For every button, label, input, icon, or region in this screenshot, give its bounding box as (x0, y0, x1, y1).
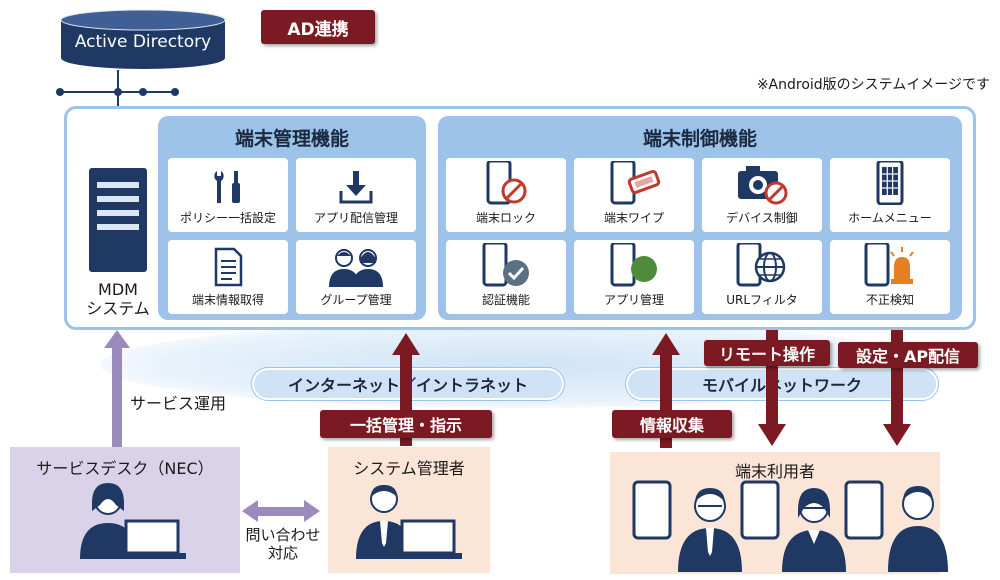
mdm-label: MDM システム (70, 280, 166, 318)
phone-grid-icon (876, 161, 904, 205)
user-icon (678, 488, 742, 572)
card-url-filter[interactable]: URLフィルタ (702, 240, 822, 314)
user-icon (888, 486, 948, 572)
network-bus (56, 70, 179, 120)
bulk-manage-label: 一括管理・指示 (320, 410, 492, 438)
inquiry-label-line2: 対応 (267, 544, 298, 562)
server-icon (89, 168, 147, 272)
phone-app-icon (610, 243, 657, 287)
tools-icon (214, 171, 240, 203)
service-ops-arrow (104, 330, 130, 447)
active-directory-label: Active Directory (74, 32, 212, 52)
person-laptop-icon (356, 485, 462, 559)
ad-link-label: AD連携 (261, 10, 375, 44)
device-management-panel: 端末管理機能 ポリシー一括設定 アプリ配信管理 端末情報取得 (158, 116, 426, 320)
card-app-manage[interactable]: A P アプリ管理 (574, 240, 694, 314)
end-users-illustration (632, 480, 948, 572)
system-admin-label: システム管理者 (353, 459, 465, 478)
card-device-info[interactable]: 端末情報取得 (168, 240, 288, 314)
card-url-filter-label: URLフィルタ (726, 293, 798, 307)
inquiry-double-arrow (242, 500, 320, 522)
card-app-delivery-label: アプリ配信管理 (313, 211, 398, 225)
phone-check-icon (482, 243, 529, 287)
system-admin-box: システム管理者 (328, 447, 490, 573)
user-icon (782, 488, 846, 572)
inquiry-label: 問い合わせ 対応 (238, 526, 328, 562)
mobile-network-pill: モバイルネットワーク (625, 367, 939, 401)
card-group[interactable]: グループ管理 (296, 240, 416, 314)
people-icon (329, 249, 383, 287)
phone-wipe-icon (610, 161, 661, 205)
card-policy-label: ポリシー一括設定 (179, 211, 276, 225)
card-wipe[interactable]: 端末ワイプ (574, 158, 694, 232)
remote-op-label: リモート操作 (704, 340, 830, 366)
phone-globe-icon (736, 243, 786, 287)
card-home-menu[interactable]: ホームメニュー (830, 158, 950, 232)
end-users-label: 端末利用者 (734, 462, 815, 481)
camera-block-icon (738, 166, 788, 205)
mdm-label-line2: システム (86, 299, 150, 318)
card-fraud-detect-label: 不正検知 (865, 293, 914, 307)
phone-block-icon (486, 161, 527, 205)
active-directory: Active Directory (58, 8, 228, 72)
service-desk-label: サービスデスク（NEC） (36, 459, 214, 478)
card-auth[interactable]: 認証機能 (446, 240, 566, 314)
card-group-label: グループ管理 (320, 293, 392, 307)
card-device-control[interactable]: デバイス制御 (702, 158, 822, 232)
download-icon (339, 171, 373, 204)
smartphone-icon (632, 480, 672, 540)
card-lock[interactable]: 端末ロック (446, 158, 566, 232)
settings-ap-label: 設定・AP配信 (838, 342, 978, 368)
person-laptop-icon (80, 483, 186, 559)
device-control-title: 端末制御機能 (642, 128, 757, 150)
mdm-label-line1: MDM (98, 280, 138, 299)
service-ops-label: サービス運用 (130, 394, 227, 413)
info-collect-label: 情報収集 (612, 410, 732, 438)
card-home-menu-label: ホームメニュー (848, 211, 932, 225)
note-text: ※Android版のシステムイメージです (756, 77, 990, 93)
device-management-title: 端末管理機能 (234, 128, 349, 150)
card-wipe-label: 端末ワイプ (603, 211, 664, 225)
end-users-box: 端末利用者 (610, 452, 948, 574)
card-device-control-label: デバイス制御 (726, 211, 798, 225)
card-app-manage-label: アプリ管理 (603, 293, 664, 307)
card-policy[interactable]: ポリシー一括設定 (168, 158, 288, 232)
card-fraud-detect[interactable]: 不正検知 (830, 240, 950, 314)
device-control-panel: 端末制御機能 端末ロック 端末ワイプ デバイス制御 (438, 116, 962, 320)
service-desk-box: サービスデスク（NEC） (10, 447, 240, 573)
inquiry-label-line1: 問い合わせ (245, 526, 321, 544)
smartphone-icon (844, 480, 884, 540)
phone-alarm-icon (864, 243, 914, 287)
app-badge-label: A P (656, 251, 664, 271)
mdm-server (85, 168, 151, 278)
document-icon (214, 247, 243, 287)
smartphone-icon (740, 480, 780, 540)
card-app-delivery[interactable]: アプリ配信管理 (296, 158, 416, 232)
card-auth-label: 認証機能 (481, 293, 530, 307)
database-icon (60, 9, 226, 69)
card-device-info-label: 端末情報取得 (191, 293, 264, 307)
card-lock-label: 端末ロック (475, 211, 536, 225)
